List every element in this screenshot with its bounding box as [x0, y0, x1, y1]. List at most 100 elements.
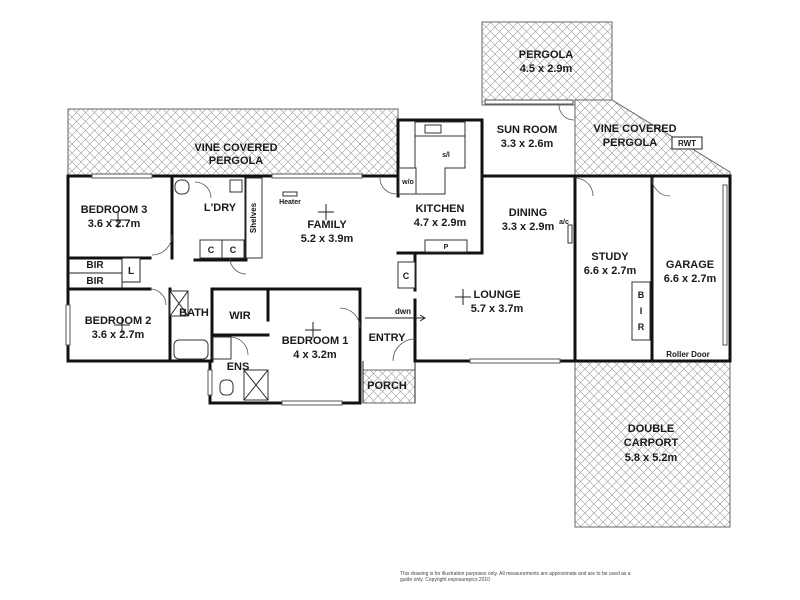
laundry-cupboard-2 — [221, 239, 245, 259]
family-dims: 5.2 x 3.9m — [301, 233, 354, 245]
laundry-c2-label: C — [230, 245, 237, 255]
bedroom1-title: BEDROOM 1 — [282, 335, 349, 347]
ens-toilet-icon — [219, 379, 234, 396]
door-swing — [149, 288, 167, 306]
kitchen-sl-label: s/l — [442, 152, 450, 159]
carport-dims: 5.8 x 5.2m — [625, 452, 678, 464]
door-swing — [151, 234, 173, 256]
study-bir-b: B — [638, 290, 645, 300]
bedroom1-dims: 4 x 3.2m — [293, 349, 337, 361]
vine-pergola-left-line2: PERGOLA — [209, 155, 263, 167]
study-bir-box — [631, 281, 651, 341]
vine-pergola-right-line2: PERGOLA — [603, 137, 657, 149]
ceiling-fan-icon — [455, 289, 471, 305]
dwn-label: dwn — [395, 307, 411, 316]
door-swing — [651, 177, 671, 197]
walk-in-oven-box — [398, 167, 417, 195]
ac-label: a/c — [559, 219, 569, 226]
bathtub-icon — [173, 339, 209, 360]
carport-line2: CARPORT — [624, 437, 679, 449]
bir1-label: BIR — [86, 260, 104, 271]
vine-pergola-left-line1: VINE COVERED — [194, 142, 277, 154]
ceiling-fan-icon — [305, 322, 321, 338]
wir-label: WIR — [229, 310, 250, 322]
window — [207, 369, 213, 396]
bir2-label: BIR — [86, 276, 104, 287]
ens-vanity-icon — [212, 336, 232, 360]
kitchen-island — [414, 135, 466, 195]
door-swing — [229, 257, 247, 275]
kitchen-wo-label: w/o — [401, 179, 414, 186]
door-swing — [339, 307, 361, 329]
vine-pergola-right-line1: VINE COVERED — [593, 123, 676, 135]
laundry-tub-icon — [229, 179, 243, 193]
sun-room-dims: 3.3 x 2.6m — [501, 138, 554, 150]
sink-icon — [424, 124, 442, 134]
vine-pergola-left-area — [67, 108, 399, 177]
roller-door-label: Roller Door — [666, 350, 710, 359]
door-swing — [229, 336, 249, 356]
kitchen-dims: 4.7 x 2.9m — [414, 217, 467, 229]
garage-title: GARAGE — [666, 259, 714, 271]
pergola-dims: 4.5 x 2.9m — [520, 63, 573, 75]
laundry-c1-label: C — [208, 245, 215, 255]
lounge-dims: 5.7 x 3.7m — [471, 303, 524, 315]
window — [65, 304, 71, 346]
heater-icon — [282, 191, 298, 197]
bedroom2-title: BEDROOM 2 — [85, 315, 152, 327]
disclaimer-note: This drawing is for illustration purpose… — [400, 571, 631, 583]
toilet-icon — [174, 179, 190, 195]
ceiling-fan-icon — [318, 204, 334, 220]
window — [281, 400, 343, 406]
bath-cross — [169, 290, 189, 317]
family-title: FAMILY — [307, 219, 347, 231]
door-swing — [392, 338, 416, 362]
study-bir-r: R — [638, 322, 645, 332]
window — [91, 173, 153, 179]
ceiling-fan-icon — [114, 317, 130, 333]
porch-label: PORCH — [367, 380, 407, 392]
study-bir-i: I — [640, 306, 643, 316]
kitchen-title: KITCHEN — [416, 203, 465, 215]
dining-dims: 3.3 x 2.9m — [502, 221, 555, 233]
ac-unit-icon — [567, 224, 573, 244]
window — [271, 173, 363, 179]
c-cupboard-lounge — [397, 261, 416, 289]
shelves-unit — [245, 177, 263, 259]
door-swing — [379, 177, 397, 195]
bedroom2-dims: 3.6 x 2.7m — [92, 329, 145, 341]
shower-cross — [243, 369, 269, 401]
bedroom3-title: BEDROOM 3 — [81, 204, 148, 216]
lounge-title: LOUNGE — [473, 289, 520, 301]
pergola-title: PERGOLA — [519, 49, 573, 61]
heater-label: Heater — [279, 199, 301, 206]
entry-arrow-icon — [365, 314, 426, 322]
bedroom3-dims: 3.6 x 2.7m — [88, 218, 141, 230]
study-dims: 6.6 x 2.7m — [584, 265, 637, 277]
shelves-label: Shelves — [249, 202, 258, 233]
entry-label: ENTRY — [369, 332, 407, 344]
carport-line1: DOUBLE — [628, 423, 674, 435]
kitchen-pantry-label: P — [444, 244, 449, 251]
rwt-tag: RWT — [678, 139, 696, 148]
window — [469, 358, 561, 364]
sun-room-title: SUN ROOM — [497, 124, 558, 136]
garage-dims: 6.6 x 2.7m — [664, 273, 717, 285]
door-swing — [194, 181, 212, 199]
ens-label: ENS — [227, 361, 250, 373]
linen-label: L — [128, 266, 134, 277]
linen-cupboard-box — [121, 257, 141, 283]
laundry-title: L'DRY — [204, 202, 237, 214]
door-swing — [558, 104, 575, 121]
study-title: STUDY — [591, 251, 629, 263]
window — [484, 99, 574, 105]
window — [722, 184, 728, 346]
dining-title: DINING — [509, 207, 548, 219]
pantry-box — [424, 239, 468, 253]
vine-pergola-right-area — [574, 99, 731, 177]
lounge-c-label: C — [403, 271, 410, 281]
ceiling-fan-icon — [110, 212, 126, 228]
rwt-tag-box — [671, 136, 703, 150]
door-swing — [574, 177, 594, 197]
